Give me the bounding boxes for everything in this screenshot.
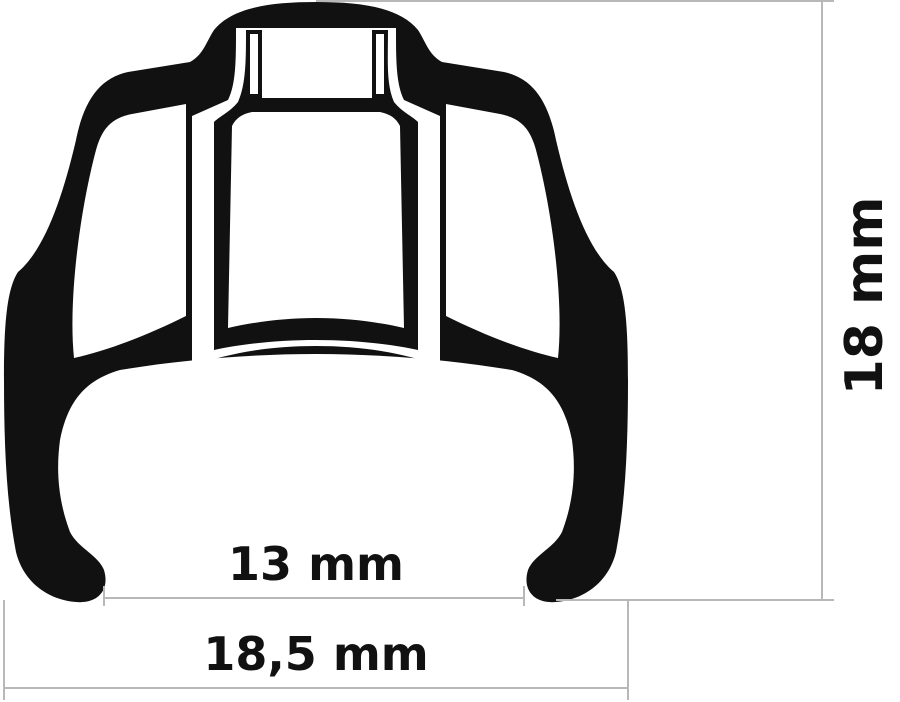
rim-top-right-slot (376, 34, 384, 94)
rim-left-chamber (72, 104, 186, 358)
rim-right-chamber (446, 104, 560, 358)
rim-top-left-slot (250, 34, 258, 94)
inner-width-label: 13 mm (228, 537, 404, 591)
rim-cross-section (4, 2, 628, 603)
height-label: 18 mm (835, 197, 895, 396)
dimension-lines (3, 0, 834, 700)
rim-inner-chamber (228, 112, 404, 328)
outer-width-label: 18,5 mm (203, 627, 428, 681)
